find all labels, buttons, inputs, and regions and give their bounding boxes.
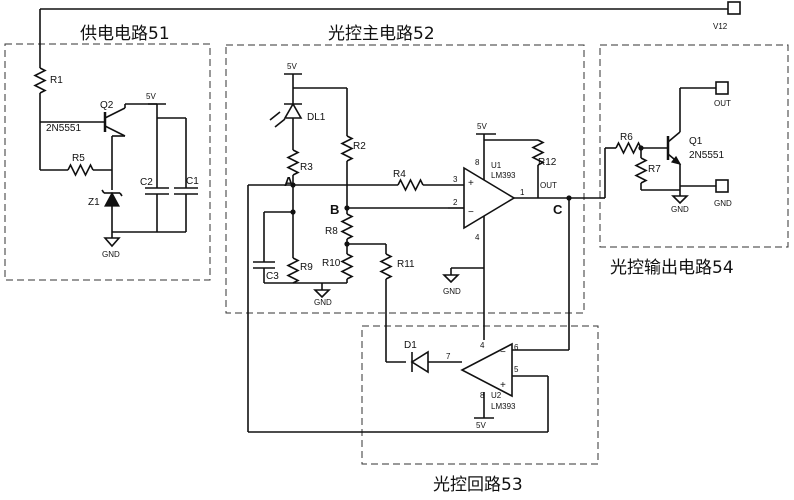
svg-text:3: 3 — [453, 175, 458, 184]
gnd-symbol-power — [103, 237, 121, 248]
power-circuit: R1 R5 Q2 2N5551 Z1 GND — [33, 67, 199, 259]
svg-text:8: 8 — [475, 158, 480, 167]
power-block-outline — [4, 43, 211, 281]
loop-circuit: D1 − + 7 6 5 4 8 U2 LM393 5V — [386, 340, 569, 432]
svg-text:OUT: OUT — [714, 99, 731, 108]
out-terminal — [715, 81, 729, 95]
c2-label: C2 — [140, 177, 153, 188]
svg-text:1: 1 — [520, 188, 525, 197]
svg-text:−: − — [468, 207, 474, 218]
svg-text:5: 5 — [514, 365, 519, 374]
power-block-title: 供电电路51 — [80, 24, 170, 44]
svg-text:−: − — [500, 347, 506, 358]
output-block-title: 光控输出电路54 — [610, 258, 734, 278]
loop-block-title: 光控回路53 — [433, 475, 523, 495]
svg-text:5V: 5V — [287, 62, 297, 71]
r8-label: R8 — [325, 226, 338, 237]
main-block-title: 光控主电路52 — [328, 24, 435, 44]
u2-label: U2 — [491, 391, 502, 400]
q1-part-label: 2N5551 — [689, 150, 724, 161]
r12-label: R12 — [538, 157, 557, 168]
q1-transistor: Q1 2N5551 — [666, 88, 724, 190]
svg-text:OUT: OUT — [540, 181, 557, 190]
gnd-terminal — [715, 179, 729, 193]
u2-comparator: − + 7 6 5 4 8 U2 LM393 — [446, 341, 519, 411]
q2-transistor: Q2 2N5551 — [46, 100, 157, 170]
svg-text:GND: GND — [671, 205, 689, 214]
node-c-label: C — [553, 202, 563, 217]
r9-label: R9 — [300, 262, 313, 273]
main-circuit: 5V DL1 R3 A R2 B R8 — [247, 62, 605, 433]
svg-text:V12: V12 — [713, 22, 728, 31]
gnd-symbol-u1 — [442, 274, 460, 284]
c1-label: C1 — [186, 176, 199, 187]
q1-label: Q1 — [689, 136, 703, 147]
node-b-label: B — [330, 202, 339, 217]
r2-label: R2 — [353, 141, 366, 152]
svg-text:+: + — [468, 178, 474, 189]
r10-label: R10 — [322, 258, 341, 269]
svg-text:GND: GND — [314, 298, 332, 307]
main-block-outline — [225, 44, 585, 314]
output-block-outline — [599, 44, 789, 248]
svg-text:7: 7 — [446, 352, 451, 361]
q2-part-label: 2N5551 — [46, 123, 81, 134]
svg-text:4: 4 — [480, 341, 485, 350]
u1-part-label: LM393 — [491, 171, 516, 180]
u1-label: U1 — [491, 161, 502, 170]
svg-text:5V: 5V — [476, 421, 486, 430]
svg-text:2: 2 — [453, 198, 458, 207]
r5-label: R5 — [72, 153, 85, 164]
d1-label: D1 — [404, 340, 417, 351]
svg-text:4: 4 — [475, 233, 480, 242]
r1-label: R1 — [50, 75, 63, 86]
svg-text:GND: GND — [714, 199, 732, 208]
c1-capacitor: C1 — [174, 118, 199, 232]
gnd-symbol-output — [671, 195, 689, 205]
z1-label: Z1 — [88, 197, 100, 208]
svg-text:GND: GND — [102, 250, 120, 259]
dl1-photodiode: DL1 — [269, 102, 326, 128]
c3-label: C3 — [266, 271, 279, 282]
r11-label: R11 — [397, 259, 415, 270]
r6-label: R6 — [620, 132, 633, 143]
svg-text:6: 6 — [514, 343, 519, 352]
c3-capacitor: C3 — [253, 212, 279, 283]
u2-part-label: LM393 — [491, 402, 516, 411]
svg-text:+: + — [500, 380, 506, 391]
u1-comparator: + − 3 2 U1 LM393 8 4 1 OUT — [453, 158, 557, 242]
r3-label: R3 — [300, 162, 313, 173]
gnd-symbol-main — [313, 289, 331, 299]
svg-text:5V: 5V — [146, 92, 156, 101]
output-circuit: R6 R7 Q1 2N5551 OUT GND GND — [604, 81, 732, 214]
svg-text:8: 8 — [480, 391, 485, 400]
q2-label: Q2 — [100, 100, 114, 111]
r7-label: R7 — [648, 164, 661, 175]
node-a-label: A — [284, 174, 294, 189]
v12-rail: V12 — [39, 1, 741, 68]
dl1-label: DL1 — [307, 112, 326, 123]
svg-text:GND: GND — [443, 287, 461, 296]
z1-zener: Z1 — [88, 189, 123, 208]
c2-capacitor: C2 — [140, 118, 169, 232]
r4-label: R4 — [393, 169, 406, 180]
v12-terminal — [727, 1, 741, 15]
svg-text:5V: 5V — [477, 122, 487, 131]
d1-diode: D1 — [404, 340, 429, 374]
